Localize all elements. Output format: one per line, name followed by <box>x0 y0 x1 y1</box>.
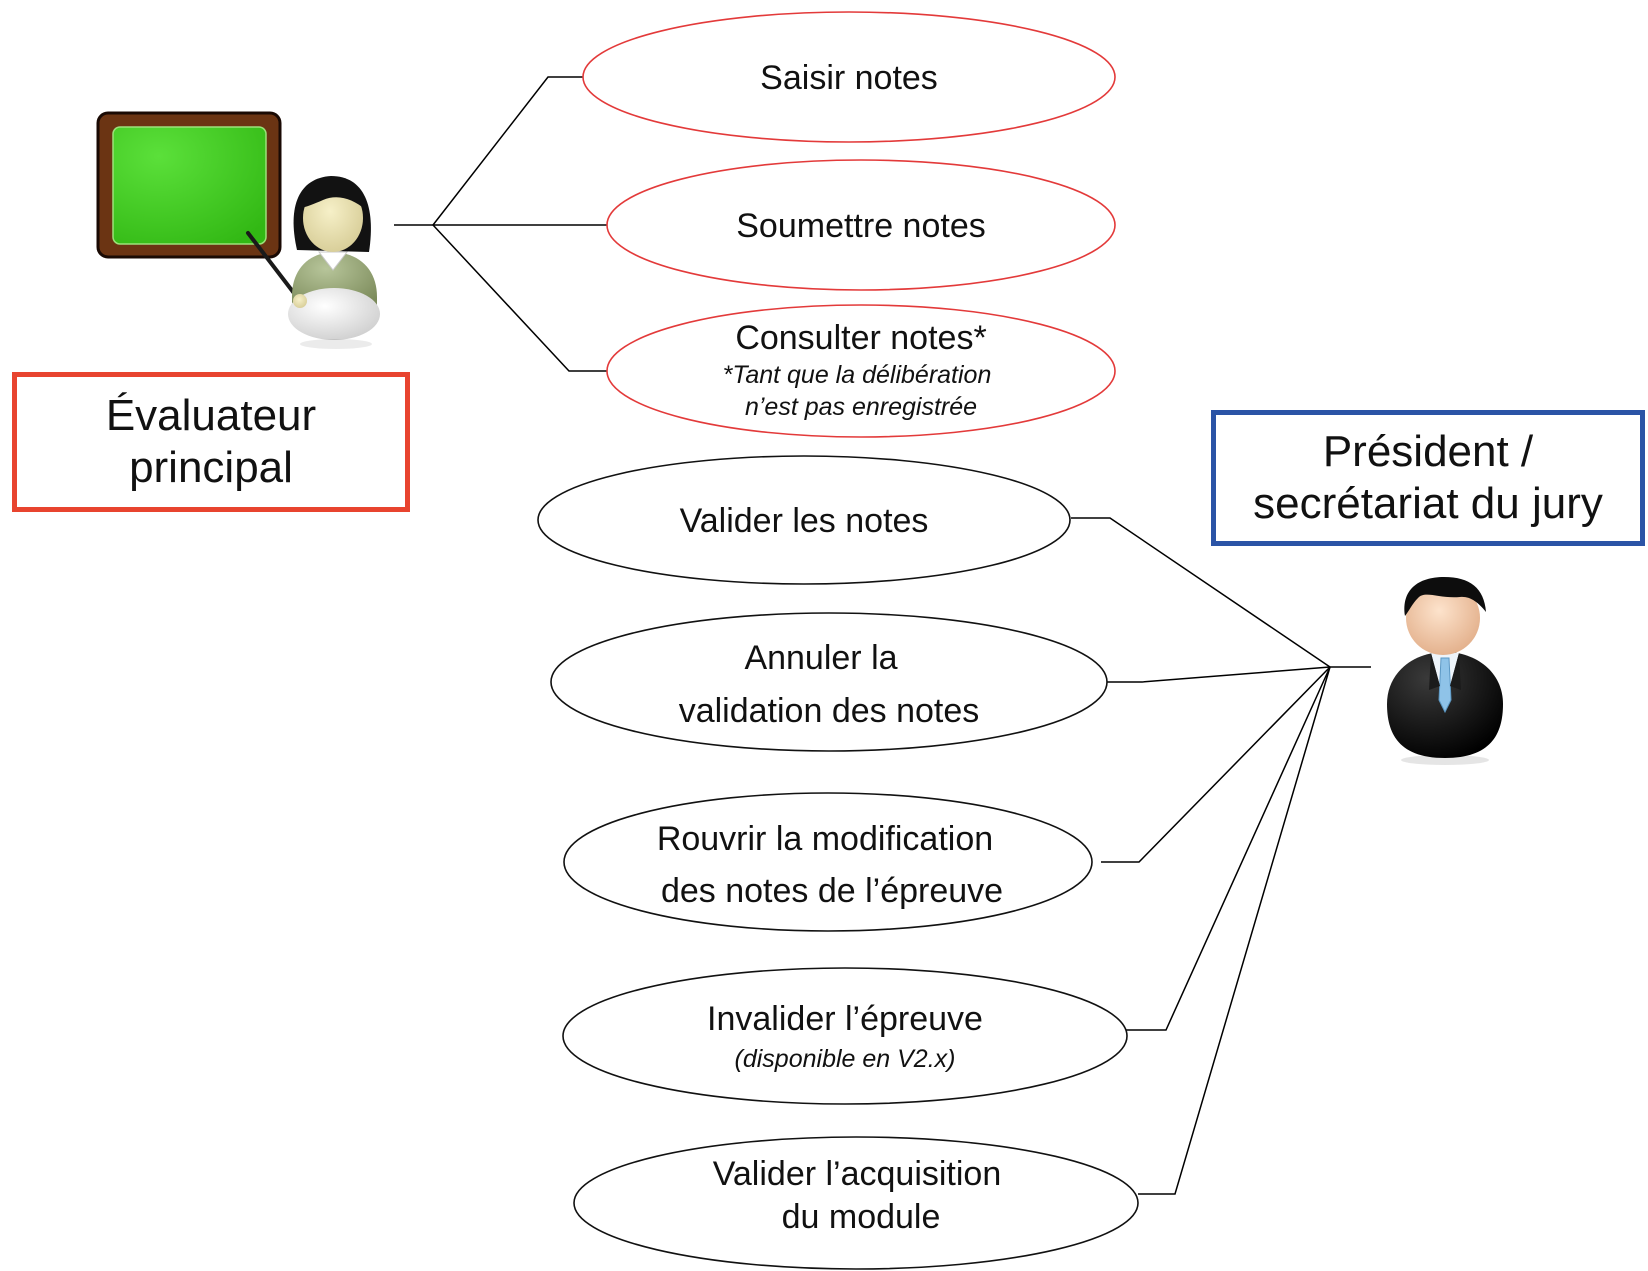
usecase-label: Consulter notes* <box>735 319 986 357</box>
usecase-ellipse <box>582 11 1116 143</box>
association-line <box>1138 666 1331 1195</box>
actor-label-line: Président / <box>1322 427 1534 476</box>
usecase-ellipse <box>537 455 1071 585</box>
association-line <box>432 76 583 226</box>
association-line <box>1106 666 1331 683</box>
usecase-label: Soumettre notes <box>736 207 985 245</box>
usecase-note: *Tant que la délibération <box>723 361 992 389</box>
usecase-consulter-notes[interactable]: Consulter notes* *Tant que la délibérati… <box>606 304 1116 438</box>
usecase-label: des notes de l’épreuve <box>661 872 1003 910</box>
man-in-suit-icon <box>1387 577 1503 765</box>
usecase-ellipse <box>606 159 1116 291</box>
usecase-label: Annuler la <box>744 639 897 677</box>
usecase-valider-acquisition-module[interactable]: Valider l’acquisition du module <box>573 1136 1139 1270</box>
association-line <box>1071 517 1331 668</box>
usecase-note: (disponible en V2.x) <box>735 1045 956 1073</box>
usecase-label: Valider les notes <box>680 502 929 540</box>
president-associations <box>1071 517 1371 1195</box>
association-line <box>1126 666 1331 1031</box>
actor-label-line: principal <box>129 443 293 492</box>
usecase-annuler-validation[interactable]: Annuler la validation des notes <box>550 612 1108 752</box>
usecase-note: n’est pas enregistrée <box>745 393 977 421</box>
usecase-soumettre-notes[interactable]: Soumettre notes <box>606 159 1116 291</box>
usecase-label: validation des notes <box>679 692 980 730</box>
actor-label-line: secrétariat du jury <box>1253 479 1603 528</box>
actor-label-line: Évaluateur <box>105 391 317 440</box>
usecase-ellipse <box>562 967 1128 1105</box>
association-line <box>432 224 608 372</box>
usecase-valider-les-notes[interactable]: Valider les notes <box>537 455 1071 585</box>
usecase-saisir-notes[interactable]: Saisir notes <box>582 11 1116 143</box>
usecase-label: Rouvrir la modification <box>657 820 993 858</box>
usecase-ellipse <box>563 792 1093 932</box>
usecase-ellipse <box>550 612 1108 752</box>
usecase-invalider-epreuve[interactable]: Invalider l’épreuve (disponible en V2.x) <box>562 967 1128 1105</box>
teacher-with-chalkboard-icon <box>96 111 380 349</box>
usecase-label: Saisir notes <box>760 59 938 97</box>
actor-label-evaluateur-principal: Évaluateur principal <box>12 372 410 512</box>
usecase-ellipse <box>606 304 1116 438</box>
usecase-ellipse <box>573 1136 1139 1270</box>
usecase-rouvrir-modification[interactable]: Rouvrir la modification des notes de l’é… <box>563 792 1093 932</box>
association-line <box>1101 666 1331 863</box>
usecase-label: Valider l’acquisition <box>713 1155 1002 1193</box>
usecase-label: du module <box>782 1198 941 1236</box>
usecase-label: Invalider l’épreuve <box>707 1000 983 1038</box>
evaluateur-associations <box>394 76 608 372</box>
actor-label-president-jury: Président / secrétariat du jury <box>1211 410 1645 546</box>
